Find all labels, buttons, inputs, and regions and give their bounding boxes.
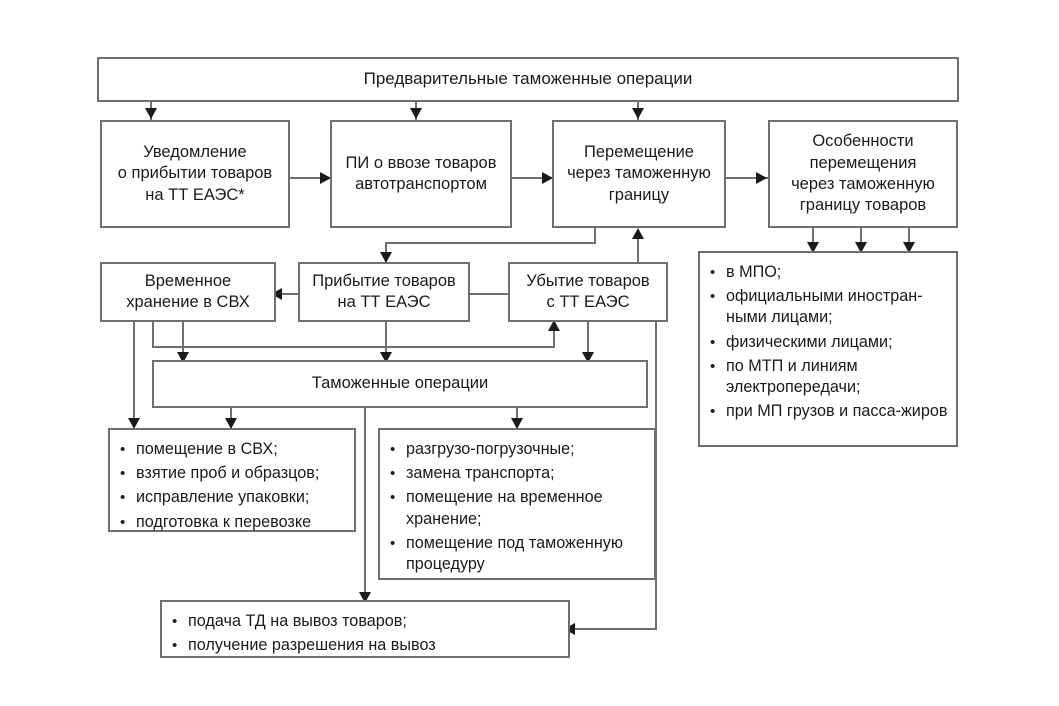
connector-pi-to-border — [512, 177, 552, 179]
arrowhead-departure-to-customs-ops — [582, 352, 594, 363]
bullet-icon: • — [390, 534, 396, 552]
arrowhead-pi-to-border — [542, 172, 553, 184]
list-item: •замена транспорта; — [390, 464, 555, 483]
connector-features-to-list-1 — [812, 228, 814, 250]
export-operations-list: •подача ТД на вывоз товаров; •получение … — [162, 602, 568, 667]
bullet-icon: • — [120, 465, 126, 483]
connector-departure-to-border — [637, 232, 639, 266]
arrowhead-customs-ops-to-export — [359, 592, 371, 603]
node-goods-arrival[interactable]: Прибытие товаров на ТТ ЕАЭС — [298, 262, 470, 322]
list-item: •при МП грузов и пасса-жиров — [710, 402, 948, 421]
arrowhead-customs-ops-to-ops-list — [511, 418, 523, 429]
arrowhead-departure-to-border — [632, 228, 644, 239]
list-item: •получение разрешения на вывоз — [172, 636, 436, 655]
connector-notification-to-pi — [290, 177, 330, 179]
arrowhead-features-to-list-2 — [855, 242, 867, 253]
node-label: Прибытие товаров на ТТ ЕАЭС — [312, 271, 456, 311]
arrowhead-arrival-to-storage — [271, 288, 282, 300]
customs-operations-list: •разгрузо-погрузочные; •замена транспорт… — [380, 430, 654, 586]
bullet-icon: • — [120, 489, 126, 507]
connector-pi-to-arrival-horizontal — [385, 242, 596, 244]
arrowhead-header-to-pi — [410, 108, 422, 119]
node-label: Особенности перемещения через таможенную… — [791, 132, 935, 215]
node-customs-operations-list[interactable]: •разгрузо-погрузочные; •замена транспорт… — [378, 428, 656, 580]
node-label: Уведомление о прибытии товаров на ТТ ЕАЭ… — [117, 142, 273, 204]
bullet-icon: • — [390, 441, 396, 458]
list-item: •официальными иностран-ными лицами; — [710, 287, 923, 327]
crossing-features-list: •в МПО; •официальными иностран-ными лица… — [700, 253, 956, 434]
list-item: •взятие проб и образцов; — [120, 464, 320, 483]
node-label: Предварительные таможенные операции — [363, 69, 693, 89]
list-item: •подача ТД на вывоз товаров; — [172, 612, 407, 630]
list-item: •исправление упаковки; — [120, 488, 310, 507]
connector-border-to-features — [726, 177, 768, 179]
node-crossing-features[interactable]: Особенности перемещения через таможенную… — [768, 120, 958, 228]
node-export-operations-list[interactable]: •подача ТД на вывоз товаров; •получение … — [160, 600, 570, 658]
arrowhead-pi-to-arrival — [380, 252, 392, 263]
arrowhead-storage-to-departure — [548, 320, 560, 331]
connector-storage-to-departure-h — [152, 346, 555, 348]
arrowhead-customs-ops-to-storage-list — [225, 418, 237, 429]
arrowhead-border-to-features — [756, 172, 767, 184]
bullet-icon: • — [710, 264, 716, 281]
storage-operations-list: •помещение в СВХ; •взятие проб и образцо… — [110, 430, 354, 544]
bullet-icon: • — [390, 489, 396, 507]
bullet-icon: • — [120, 513, 126, 531]
node-goods-departure[interactable]: Убытие товаров с ТТ ЕАЭС — [508, 262, 668, 322]
node-label: Временное хранение в СВХ — [126, 271, 250, 311]
node-preliminary-customs-operations[interactable]: Предварительные таможенные операции — [97, 57, 959, 102]
bullet-icon: • — [710, 288, 716, 306]
connector-features-to-list-2 — [860, 228, 862, 250]
arrowhead-storage-to-ops-list — [128, 418, 140, 429]
node-border-crossing[interactable]: Перемещение через таможенную границу — [552, 120, 726, 228]
node-crossing-features-list[interactable]: •в МПО; •официальными иностран-ными лица… — [698, 251, 958, 447]
node-pi-import-by-road[interactable]: ПИ о ввозе товаров автотранспортом — [330, 120, 512, 228]
connector-features-to-list-3 — [908, 228, 910, 250]
list-item: •помещение в СВХ; — [120, 440, 278, 458]
arrowhead-features-to-list-3 — [903, 242, 915, 253]
arrowhead-header-to-border — [632, 108, 644, 119]
arrowhead-header-to-notification — [145, 108, 157, 119]
arrowhead-features-to-list-1 — [807, 242, 819, 253]
bullet-icon: • — [172, 613, 178, 630]
node-label: Убытие товаров с ТТ ЕАЭС — [526, 271, 650, 311]
connector-departure-to-export-v — [655, 322, 657, 630]
node-temporary-storage[interactable]: Временное хранение в СВХ — [100, 262, 276, 322]
bullet-icon: • — [710, 333, 716, 351]
connector-pi-down-stub — [594, 228, 596, 244]
connector-storage-to-departure-v — [553, 328, 555, 348]
bullet-icon: • — [120, 441, 126, 458]
connector-customs-ops-to-export — [364, 408, 366, 600]
list-item: •разгрузо-погрузочные; — [390, 440, 575, 458]
connector-storage-to-ops-list — [133, 322, 135, 424]
connector-departure-to-export-h — [570, 628, 657, 630]
bullet-icon: • — [710, 357, 716, 375]
bullet-icon: • — [172, 637, 178, 655]
node-customs-operations[interactable]: Таможенные операции — [152, 360, 648, 408]
list-item: •подготовка к перевозке — [120, 512, 312, 531]
node-notification-of-arrival[interactable]: Уведомление о прибытии товаров на ТТ ЕАЭ… — [100, 120, 290, 228]
arrowhead-notification-to-pi — [320, 172, 331, 184]
list-item: •помещение под таможенную процедуру — [390, 533, 624, 574]
connector-storage-right-stub — [152, 322, 154, 348]
connector-storage-to-customs-ops — [182, 322, 184, 360]
bullet-icon: • — [390, 465, 396, 483]
connector-arrival-to-departure — [469, 293, 509, 295]
list-item: •помещение на временное хранение; — [390, 488, 603, 528]
bullet-icon: • — [710, 403, 716, 421]
list-item: •в МПО; — [710, 263, 782, 281]
node-label: ПИ о ввозе товаров автотранспортом — [345, 153, 497, 193]
list-item: •физическими лицами; — [710, 332, 893, 351]
connector-departure-to-customs-ops — [587, 322, 589, 360]
arrowhead-storage-to-customs-ops — [177, 352, 189, 363]
node-label: Перемещение через таможенную границу — [567, 142, 711, 204]
connector-arrival-to-customs-ops — [385, 322, 387, 360]
node-storage-operations-list[interactable]: •помещение в СВХ; •взятие проб и образцо… — [108, 428, 356, 532]
list-item: •по МТП и линиям электропередачи; — [710, 356, 861, 397]
node-label: Таможенные операции — [311, 374, 489, 393]
arrowhead-arrival-to-customs-ops — [380, 352, 392, 363]
